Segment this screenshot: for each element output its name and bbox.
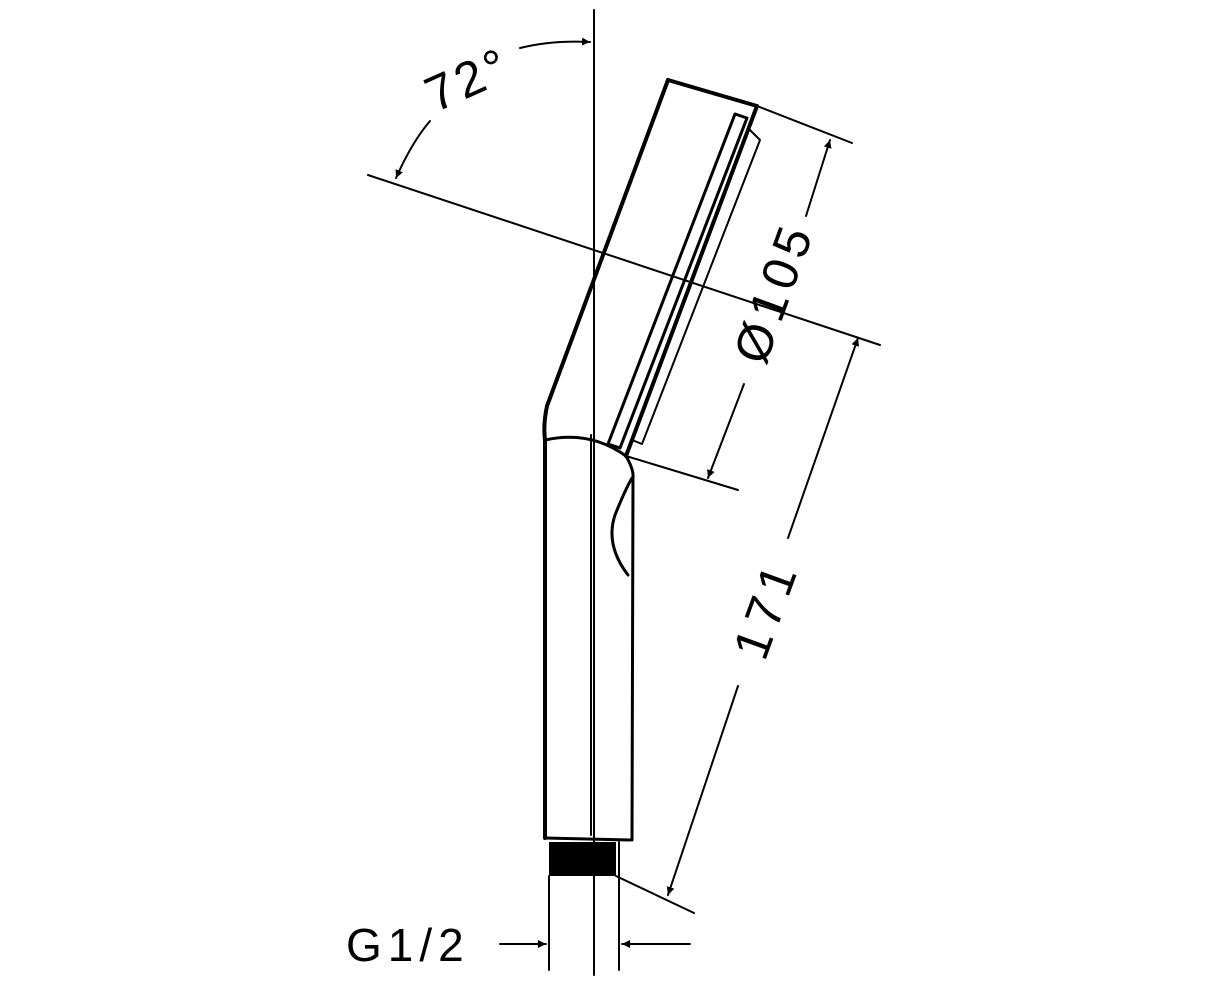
diameter-extension-top xyxy=(756,105,853,144)
diameter-dimension-line-top xyxy=(805,139,832,217)
head-axis-line xyxy=(367,174,881,346)
thread-connector xyxy=(548,841,620,971)
angle-label: 72° xyxy=(417,36,520,123)
angle-dimension-arc xyxy=(395,120,431,179)
length-dimension-line-top xyxy=(787,337,860,539)
angle-dimension-arc-right xyxy=(519,37,591,49)
diameter-extension-bottom xyxy=(625,455,739,491)
shower-handle xyxy=(542,404,635,842)
shower-head xyxy=(545,78,761,458)
length-dimension-line-bottom xyxy=(666,685,739,896)
length-label: 171 xyxy=(722,552,809,666)
diameter-label: Ø105 xyxy=(723,214,826,371)
diameter-dimension-line-bottom xyxy=(707,383,745,479)
thread-label: G1/2 xyxy=(346,919,470,971)
length-extension-bottom xyxy=(615,875,695,914)
